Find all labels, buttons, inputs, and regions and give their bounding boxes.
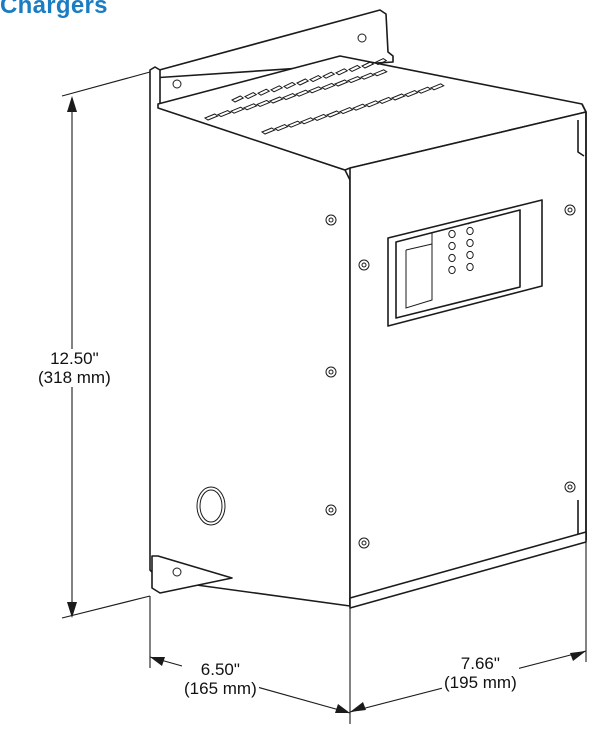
vent-slot — [364, 100, 380, 108]
panel-screw — [567, 484, 573, 490]
conduit-knockout-inner — [199, 489, 223, 523]
panel-screw — [564, 481, 576, 493]
vent-slot — [312, 113, 328, 121]
depth-dimension-label: 7.66" (195 mm) — [442, 654, 519, 692]
vent-slot — [299, 117, 315, 125]
vent-slot — [260, 127, 276, 135]
vent-slot — [229, 106, 245, 114]
height-imperial: 12.50" — [50, 349, 99, 368]
vent-slot — [216, 110, 232, 118]
status-led — [448, 265, 456, 275]
vent-slot — [373, 58, 388, 66]
side-screw — [325, 366, 337, 378]
panel-screw — [361, 262, 367, 268]
status-led — [466, 262, 474, 272]
vent-slot — [269, 85, 284, 93]
vent-slot — [243, 92, 258, 100]
vent-slot — [242, 103, 258, 111]
vent-slot — [281, 93, 297, 101]
vent-slot — [307, 86, 323, 94]
width-dimension-label: 6.50" (165 mm) — [182, 660, 259, 698]
vent-slot — [360, 61, 375, 69]
status-led — [448, 229, 456, 239]
panel-screw — [567, 207, 573, 213]
vent-slot — [256, 88, 271, 96]
vent-slot — [308, 75, 323, 83]
vent-slot — [325, 110, 341, 118]
vent-slot — [333, 79, 349, 87]
vent-slot — [377, 96, 393, 104]
page-title: Chargers — [0, 0, 108, 19]
status-led — [448, 253, 456, 263]
vent-slot — [334, 68, 349, 76]
ventilation-slots — [203, 58, 445, 135]
vent-slot — [320, 82, 336, 90]
right-panel-fold — [577, 120, 585, 157]
vent-slot — [203, 113, 219, 121]
side-screw — [325, 504, 337, 516]
vent-slot — [230, 95, 245, 103]
vent-slot — [416, 86, 432, 94]
vent-slot — [286, 120, 302, 128]
mounting-hole — [357, 33, 367, 43]
right-side-panel — [349, 111, 587, 607]
vent-slot — [268, 96, 284, 104]
vent-slot — [321, 71, 336, 79]
vent-slot — [338, 107, 354, 115]
vent-slot — [372, 69, 388, 77]
mounting-hole — [172, 567, 182, 577]
conduit-knockout — [196, 486, 226, 526]
height-metric: (318 mm) — [38, 368, 111, 387]
vent-slot — [294, 89, 310, 97]
vent-slot — [273, 124, 289, 132]
height-dimension-label: 12.50" (318 mm) — [36, 349, 113, 387]
vent-slot — [359, 72, 375, 80]
height-dimension-line — [61, 71, 151, 619]
side-screw — [328, 217, 334, 223]
side-screw — [328, 369, 334, 375]
width-imperial: 6.50" — [200, 660, 240, 679]
led-marker — [467, 221, 473, 225]
width-metric: (165 mm) — [184, 679, 257, 698]
vent-slot — [295, 78, 310, 86]
vent-slot — [282, 81, 297, 89]
side-screw — [325, 214, 337, 226]
status-led — [466, 226, 474, 236]
vent-slot — [255, 99, 271, 107]
vent-slot — [351, 103, 367, 111]
panel-screw — [358, 259, 370, 271]
panel-screw — [361, 540, 367, 546]
depth-imperial: 7.66" — [460, 654, 500, 673]
vent-slot — [347, 64, 362, 72]
status-led — [466, 250, 474, 260]
mounting-hole — [172, 79, 182, 89]
side-screw — [328, 507, 334, 513]
status-led-array — [448, 221, 474, 275]
rear-mounting-flange-bottom — [151, 555, 233, 594]
vent-slot — [346, 76, 362, 84]
vent-slot — [403, 90, 419, 98]
depth-metric: (195 mm) — [444, 673, 517, 692]
status-led — [448, 241, 456, 251]
panel-screw — [358, 537, 370, 549]
vent-slot — [429, 83, 445, 91]
display-window — [387, 199, 543, 327]
vent-slot — [390, 93, 406, 101]
status-led — [466, 238, 474, 248]
right-panel-edge — [581, 103, 587, 540]
panel-screw — [564, 204, 576, 216]
